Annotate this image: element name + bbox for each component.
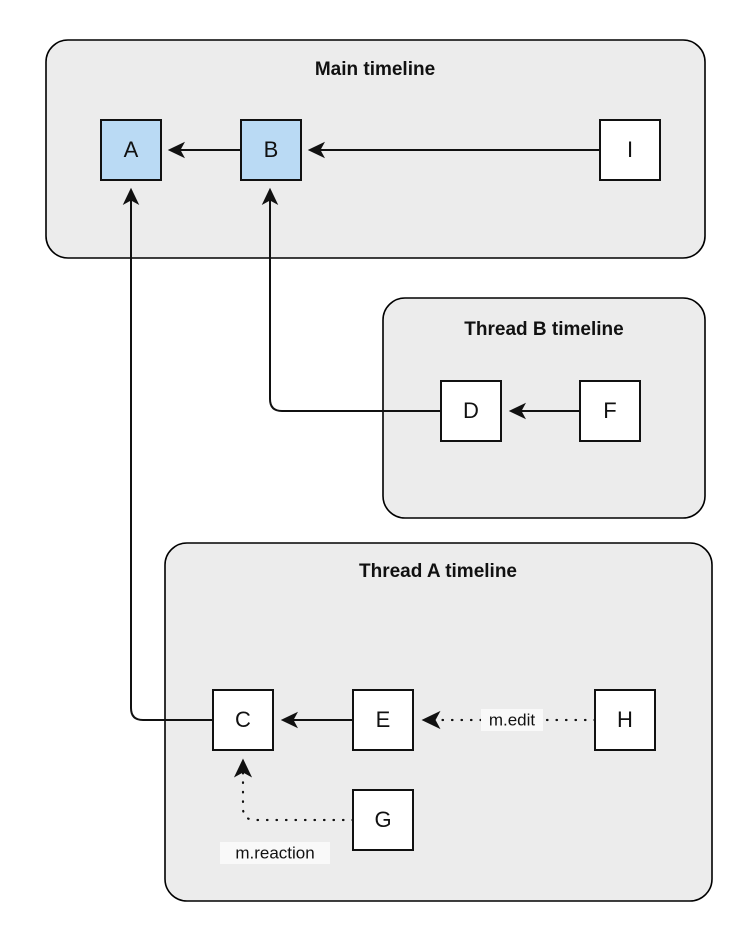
node-A[interactable]: A bbox=[100, 119, 162, 181]
node-label-I: I bbox=[627, 137, 633, 162]
edge-label-text-m-edit: m.edit bbox=[489, 710, 536, 729]
node-E[interactable]: E bbox=[352, 689, 414, 751]
node-label-E: E bbox=[376, 707, 391, 732]
node-box-G[interactable] bbox=[352, 789, 414, 851]
node-box-A[interactable] bbox=[100, 119, 162, 181]
node-box-B[interactable] bbox=[240, 119, 302, 181]
node-C[interactable]: C bbox=[212, 689, 274, 751]
edge-label-m-reaction: m.reaction bbox=[220, 842, 330, 864]
node-B[interactable]: B bbox=[240, 119, 302, 181]
panel-title-thread-a: Thread A timeline bbox=[359, 561, 517, 582]
node-label-H: H bbox=[617, 707, 633, 732]
node-label-B: B bbox=[264, 137, 279, 162]
node-label-F: F bbox=[603, 398, 616, 423]
node-label-D: D bbox=[463, 398, 479, 423]
panel-title-thread-b: Thread B timeline bbox=[464, 319, 623, 340]
node-label-C: C bbox=[235, 707, 251, 732]
node-box-F[interactable] bbox=[579, 380, 641, 442]
node-I[interactable]: I bbox=[599, 119, 661, 181]
node-box-C[interactable] bbox=[212, 689, 274, 751]
edge-label-background-m-reaction bbox=[220, 842, 330, 864]
node-box-D[interactable] bbox=[440, 380, 502, 442]
panel-thread-b: Thread B timeline bbox=[382, 297, 706, 519]
nodes-layer: A B I D F C E H G bbox=[100, 119, 661, 851]
node-G[interactable]: G bbox=[352, 789, 414, 851]
panel-background-thread-b bbox=[382, 297, 706, 519]
node-label-G: G bbox=[374, 807, 391, 832]
panel-title-main: Main timeline bbox=[315, 59, 435, 80]
edge-C-to-A bbox=[122, 187, 213, 721]
node-box-E[interactable] bbox=[352, 689, 414, 751]
edge-label-m-edit: m.edit bbox=[481, 709, 543, 731]
edge-labels-layer: m.edit m.reaction bbox=[220, 709, 543, 864]
edge-label-text-m-reaction: m.reaction bbox=[235, 843, 314, 862]
node-box-I[interactable] bbox=[599, 119, 661, 181]
node-D[interactable]: D bbox=[440, 380, 502, 442]
node-F[interactable]: F bbox=[579, 380, 641, 442]
node-label-A: A bbox=[124, 137, 139, 162]
node-box-H[interactable] bbox=[594, 689, 656, 751]
edge-label-background-m-edit bbox=[481, 709, 543, 731]
edge-D-to-B bbox=[261, 187, 441, 412]
node-H[interactable]: H bbox=[594, 689, 656, 751]
